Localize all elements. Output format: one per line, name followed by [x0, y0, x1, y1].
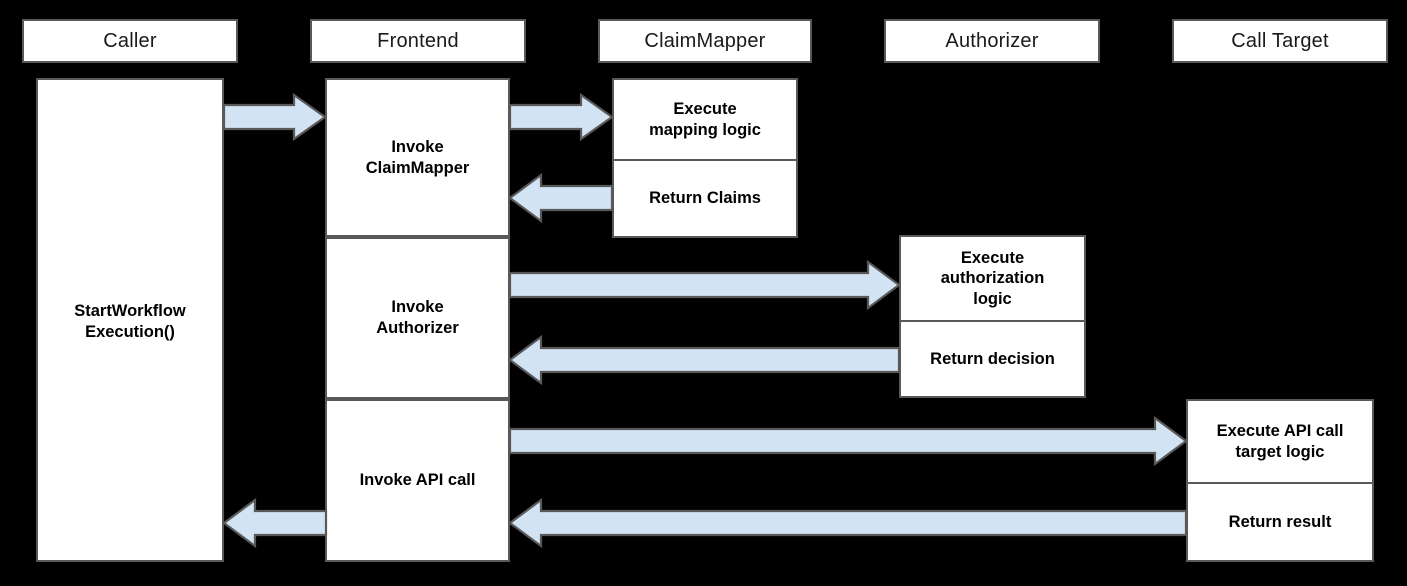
message-arrow-caller-to-frontend[interactable] [222, 92, 327, 142]
activation-segment-execute-mapping-logic: Execute mapping logic [649, 99, 761, 139]
activation-claimmapper[interactable]: Execute mapping logic Return Claims [612, 78, 798, 238]
activation-segment-execute-api-call-target-logic: Execute API call target logic [1216, 421, 1344, 461]
participant-header-claimmapper[interactable]: ClaimMapper [598, 19, 812, 63]
activation-segment-return-decision: Return decision [901, 320, 1084, 396]
participant-label: ClaimMapper [644, 29, 766, 52]
message-arrow-calltarget-to-frontend[interactable] [508, 497, 1188, 549]
participant-label: Frontend [377, 29, 459, 52]
activation-authorizer[interactable]: Execute authorization logic Return decis… [899, 235, 1086, 398]
participant-header-caller[interactable]: Caller [22, 19, 238, 63]
activation-segment [38, 379, 222, 560]
activation-frontend-claimmapper[interactable]: Invoke ClaimMapper [325, 78, 510, 237]
participant-header-authorizer[interactable]: Authorizer [884, 19, 1100, 63]
activation-segment-invoke-api-call: Invoke API call [359, 471, 476, 490]
message-arrow-authorizer-to-frontend[interactable] [508, 334, 901, 386]
activation-segment-invoke-claimmapper: Invoke ClaimMapper [365, 137, 470, 177]
activation-frontend-apicall[interactable]: Invoke API call [325, 399, 510, 562]
participant-header-calltarget[interactable]: Call Target [1172, 19, 1388, 63]
activation-segment-execute-authorization-logic: Execute authorization logic [940, 248, 1045, 308]
participant-header-frontend[interactable]: Frontend [310, 19, 526, 63]
activation-segment-invoke-authorizer: Invoke Authorizer [376, 298, 459, 337]
message-arrow-frontend-to-calltarget[interactable] [508, 415, 1188, 467]
message-arrow-frontend-to-caller[interactable] [222, 497, 328, 549]
activation-segment-return-result: Return result [1188, 482, 1372, 560]
participant-label: Authorizer [945, 29, 1039, 52]
participant-label: Call Target [1231, 29, 1329, 52]
message-arrow-frontend-to-authorizer[interactable] [508, 259, 901, 311]
message-arrow-claimmapper-to-frontend[interactable] [508, 172, 614, 224]
message-arrow-frontend-to-claimmapper[interactable] [508, 92, 614, 142]
activation-frontend-authorizer[interactable]: Invoke Authorizer [325, 237, 510, 399]
activation-caller[interactable]: StartWorkflow Execution() [36, 78, 224, 562]
activation-segment-startworkflow: StartWorkflow Execution() [74, 302, 186, 341]
activation-segment-return-claims: Return Claims [614, 159, 796, 236]
activation-calltarget[interactable]: Execute API call target logic Return res… [1186, 399, 1374, 562]
activation-segment [38, 80, 222, 265]
participant-label: Caller [103, 29, 157, 52]
